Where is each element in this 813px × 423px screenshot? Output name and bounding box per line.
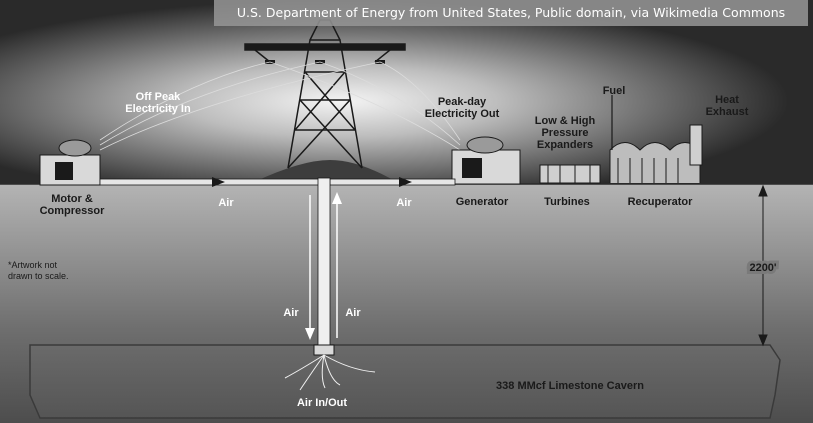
air-in-out-label: Air In/Out	[297, 397, 347, 409]
turbines-label: Turbines	[544, 196, 590, 208]
attribution-credit: U.S. Department of Energy from United St…	[214, 0, 808, 26]
recuperator-label: Recuperator	[628, 196, 694, 208]
expanders-label-3: Expanders	[537, 139, 593, 151]
motor-compressor-icon	[39, 139, 101, 186]
power-lines	[99, 61, 461, 151]
expanders-label: Low & High	[535, 115, 596, 127]
depth-label: 2200'	[749, 262, 776, 274]
artwork-note: *Artwork not	[8, 260, 58, 270]
air-up-label: Air	[345, 307, 361, 319]
tower-mound	[250, 160, 400, 184]
peak-day-label: Peak-day	[438, 96, 487, 108]
air-down-label: Air	[283, 307, 299, 319]
air-right-label: Air	[396, 197, 412, 209]
depth-indicator	[758, 184, 768, 347]
heat-exhaust-label: Heat	[715, 94, 739, 106]
expanders-label-2: Pressure	[541, 127, 588, 139]
off-peak-label: Off Peak	[136, 91, 182, 103]
turbines-icon	[539, 164, 601, 184]
cavern-label: 338 MMcf Limestone Cavern	[496, 380, 644, 392]
limestone-cavern	[29, 344, 781, 419]
generator-label: Generator	[456, 196, 509, 208]
fuel-label: Fuel	[603, 85, 626, 97]
artwork-note-2: drawn to scale.	[8, 271, 69, 281]
air-left-label: Air	[218, 197, 234, 209]
peak-day-label-2: Electricity Out	[425, 108, 500, 120]
motor-label-2: Compressor	[40, 205, 106, 217]
generator-icon	[451, 136, 521, 185]
heat-exhaust-label-2: Exhaust	[706, 106, 749, 118]
well-shaft	[305, 177, 342, 356]
off-peak-label-2: Electricity In	[125, 103, 191, 115]
motor-label: Motor &	[51, 193, 93, 205]
air-flow-wisps	[284, 354, 376, 391]
recuperator-icon	[609, 124, 703, 183]
